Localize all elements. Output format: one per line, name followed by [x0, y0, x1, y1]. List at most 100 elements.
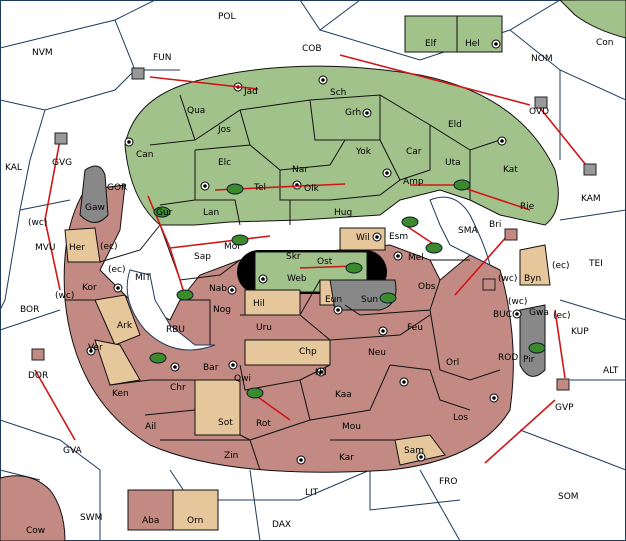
label-wc-1: (wc): [28, 218, 47, 228]
label-Los: Los: [453, 413, 468, 423]
label-Aba: Aba: [142, 516, 159, 526]
label-NOM: NOM: [531, 54, 553, 64]
province-Ver[interactable]: [94, 339, 141, 386]
label-Hel: Hel: [465, 39, 480, 49]
label-Ken: Ken: [112, 389, 129, 399]
label-RBU: RBU: [166, 325, 185, 335]
label-Grh: Grh: [345, 108, 361, 118]
label-Skr: Skr: [286, 252, 301, 262]
label-DOR: DOR: [28, 371, 48, 381]
label-SWM: SWM: [80, 513, 102, 523]
label-Elc: Elc: [218, 158, 231, 168]
label-Chr: Chr: [170, 383, 186, 393]
label-Ver: Ver: [88, 343, 103, 353]
province-Cow[interactable]: [0, 475, 66, 541]
province-Orn[interactable]: [172, 489, 219, 531]
label-wc-4: (wc): [508, 297, 527, 307]
label-Her: Her: [69, 243, 85, 253]
label-COB: COB: [302, 44, 322, 54]
label-MVU: MVU: [35, 243, 56, 253]
label-Sch: Sch: [330, 88, 346, 98]
label-Bar: Bar: [203, 363, 219, 373]
label-OVD: OVD: [529, 107, 549, 117]
label-Gwa: Gwa: [529, 308, 549, 318]
sea-RBU[interactable]: [126, 269, 216, 351]
label-MIT: MIT: [135, 273, 151, 283]
label-Feu: Feu: [407, 323, 423, 333]
label-Obs: Obs: [418, 282, 436, 292]
label-Car: Car: [406, 147, 422, 157]
label-SMA: SMA: [458, 226, 478, 236]
label-ROD: ROD: [498, 353, 518, 363]
label-Orn: Orn: [187, 516, 203, 526]
label-Bri: Bri: [489, 220, 501, 230]
label-FUN: FUN: [153, 53, 172, 63]
label-Qua: Qua: [187, 106, 205, 116]
label-ec-3: (ec): [552, 261, 570, 271]
label-KUP: KUP: [571, 327, 589, 337]
label-Qwi: Qwi: [234, 374, 251, 384]
label-ec-1: (ec): [100, 242, 118, 252]
label-BUC: BUC: [493, 310, 512, 320]
label-Elf: Elf: [425, 39, 437, 49]
province-Elf[interactable]: [404, 15, 458, 53]
label-wc-3: (wc): [498, 274, 517, 284]
label-GVA: GVA: [63, 446, 83, 456]
label-Eun: Eun: [325, 295, 342, 305]
label-Web: Web: [287, 274, 307, 284]
label-Sun: Sun: [361, 295, 378, 305]
province-borders: [65, 94, 501, 471]
label-Uru: Uru: [256, 323, 272, 333]
units: [31, 67, 597, 399]
label-FRO: FRO: [439, 477, 458, 487]
label-TEI: TEI: [588, 259, 603, 269]
label-Sam: Sam: [404, 446, 424, 456]
label-GVP: GVP: [555, 403, 574, 413]
label-Orl: Orl: [446, 358, 459, 368]
label-Jos: Jos: [217, 125, 231, 135]
label-Olk: Olk: [304, 184, 320, 194]
province-Ark[interactable]: [94, 294, 141, 346]
label-Nog: Nog: [213, 305, 231, 315]
label-KAL: KAL: [5, 163, 22, 173]
label-Jad: Jad: [243, 87, 258, 97]
label-Hil: Hil: [253, 299, 265, 309]
label-Nab: Nab: [209, 284, 227, 294]
label-NVM: NVM: [32, 48, 53, 58]
label-Cow: Cow: [26, 526, 45, 536]
label-Pir: Pir: [523, 355, 535, 365]
province-Byn[interactable]: [519, 244, 551, 286]
label-Eld: Eld: [448, 120, 462, 130]
label-Kaa: Kaa: [335, 390, 352, 400]
label-Rot: Rot: [256, 419, 271, 429]
label-Can: Can: [136, 150, 154, 160]
label-Hug: Hug: [334, 208, 352, 218]
label-Uta: Uta: [445, 158, 461, 168]
province-Chp[interactable]: [244, 339, 331, 366]
label-Tel: Tel: [253, 183, 266, 193]
label-Zin: Zin: [224, 451, 238, 461]
label-DAX: DAX: [272, 520, 291, 530]
label-Kar: Kar: [339, 453, 354, 463]
label-Wil: Wil: [356, 233, 370, 243]
label-LIT: LIT: [305, 488, 319, 498]
label-Byn: Byn: [524, 274, 541, 284]
province-Pir[interactable]: [519, 304, 546, 377]
label-Esm: Esm: [389, 232, 408, 242]
province-Sam[interactable]: [394, 434, 446, 466]
label-Sap: Sap: [194, 252, 211, 262]
label-Mor: Mor: [224, 242, 241, 252]
province-Wil[interactable]: [339, 227, 386, 251]
label-GVG: GVG: [52, 158, 72, 168]
label-Kat: Kat: [503, 165, 518, 175]
province-Gaw[interactable]: [79, 165, 109, 223]
label-BOR: BOR: [20, 305, 39, 315]
labels: POL NVM FUN COB NOM Con Elf Hel OVD KAL …: [5, 12, 619, 536]
label-Lan: Lan: [203, 208, 219, 218]
label-POL: POL: [218, 12, 236, 22]
province-Aba[interactable]: [127, 489, 174, 531]
sea-SMA[interactable]: [429, 196, 491, 266]
label-Mou: Mou: [342, 422, 361, 432]
label-Gaw: Gaw: [85, 203, 105, 213]
